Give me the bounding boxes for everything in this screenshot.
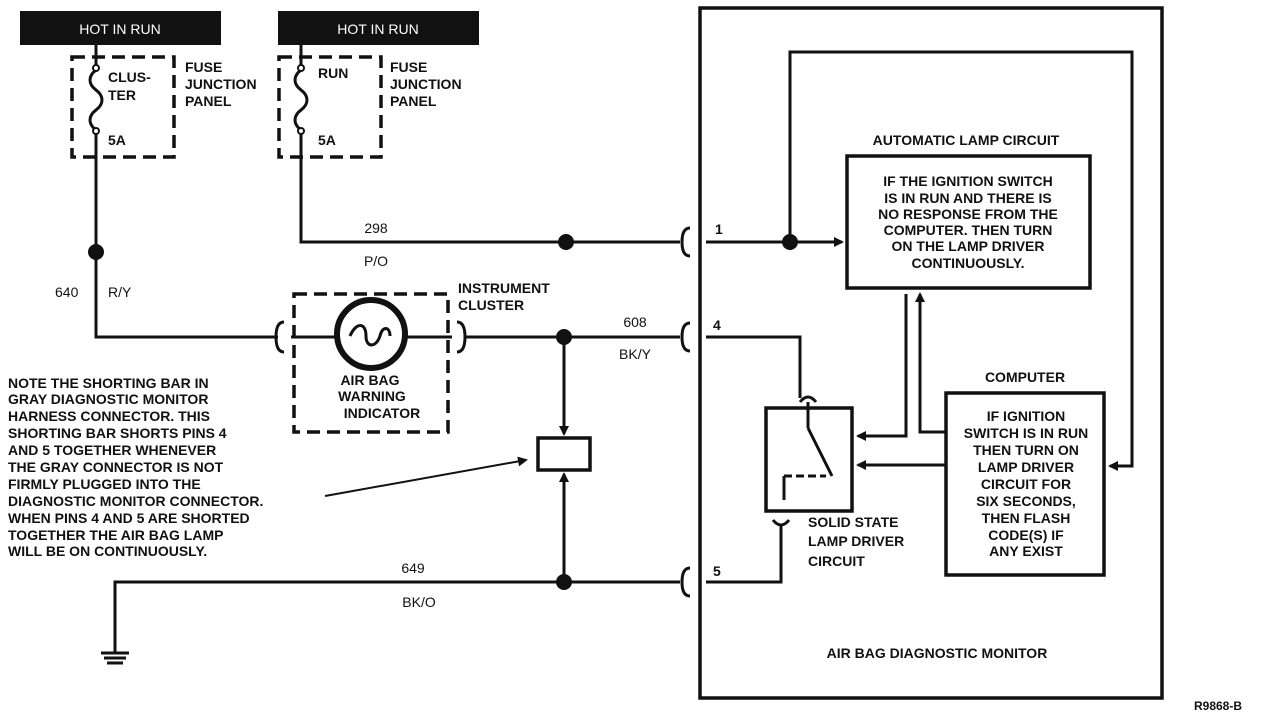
computer-box [944,391,1106,577]
figure-reference: R9868-B [1194,699,1242,713]
svg-text:NO RESPONSE FROM THE: NO RESPONSE FROM THE [878,206,1058,222]
hot-in-run-label-1: HOT IN RUN [79,21,160,37]
svg-text:SIX SECONDS,: SIX SECONDS, [976,493,1076,509]
svg-text:WILL BE ON CONTINUOUSLY.: WILL BE ON CONTINUOUSLY. [8,543,207,559]
wire-640-color: R/Y [108,284,132,300]
wire-640 [94,252,278,339]
svg-text:IF THE IGNITION SWITCH: IF THE IGNITION SWITCH [883,173,1053,189]
svg-text:ANY EXIST: ANY EXIST [989,543,1063,559]
wire-298-color: P/O [364,253,388,269]
fuse-panel-label-2b: JUNCTION [390,76,462,92]
svg-text:COMPUTER. THEN TURN: COMPUTER. THEN TURN [884,222,1053,238]
lamp-driver-label-3: CIRCUIT [808,553,865,569]
svg-text:IF IGNITION: IF IGNITION [987,408,1066,424]
warning-lamp-icon [334,297,408,371]
svg-text:HARNESS CONNECTOR. THIS: HARNESS CONNECTOR. THIS [8,408,210,424]
indicator-label-1: AIR BAG [340,372,399,388]
svg-text:FIRMLY PLUGGED INTO THE: FIRMLY PLUGGED INTO THE [8,476,201,492]
pin-1-label: 1 [715,221,723,237]
fuse1-rating: 5A [108,132,126,148]
pin-4-label: 4 [713,317,721,333]
computer-title: COMPUTER [985,369,1065,385]
shorting-bar-note: NOTE THE SHORTING BAR IN GRAY DIAGNOSTIC… [8,375,263,559]
air-bag-diagnostic-monitor-box [698,6,1164,700]
cluster-connector-right [456,320,467,354]
svg-text:NOTE THE SHORTING BAR IN: NOTE THE SHORTING BAR IN [8,375,209,391]
svg-text:CONTINUOUSLY.: CONTINUOUSLY. [911,255,1024,271]
automatic-lamp-circuit-text: IF THE IGNITION SWITCH IS IN RUN AND THE… [878,173,1058,271]
indicator-label-2: WARNING [338,388,406,404]
computer-to-auto-lamp-wire [915,292,946,434]
lamp-driver-label-1: SOLID STATE [808,514,898,530]
fuse-panel-label-2a: FUSE [390,59,427,75]
svg-text:ON THE LAMP DRIVER: ON THE LAMP DRIVER [892,238,1045,254]
fuse-junction-panel-box-1 [70,55,176,159]
svg-text:SWITCH IS IN RUN: SWITCH IS IN RUN [964,425,1088,441]
svg-text:SHORTING BAR SHORTS PINS 4: SHORTING BAR SHORTS PINS 4 [8,425,227,441]
pin-5-label: 5 [713,563,721,579]
automatic-lamp-circuit-title: AUTOMATIC LAMP CIRCUIT [873,132,1060,148]
fuse-panel-label-1a: FUSE [185,59,222,75]
fuse1-name-2: TER [108,87,136,103]
svg-text:TOGETHER THE AIR BAG LAMP: TOGETHER THE AIR BAG LAMP [8,527,223,543]
pin-4-internal-wire [706,335,802,398]
fuse2-rating: 5A [318,132,336,148]
wire-649-circuit: 649 [401,560,425,576]
fuse-icon-2 [293,68,309,132]
lamp-filament-icon [348,324,392,347]
svg-text:CIRCUIT FOR: CIRCUIT FOR [981,476,1071,492]
wire-640-circuit: 640 [55,284,79,300]
svg-text:DIAGNOSTIC MONITOR CONNECTOR.: DIAGNOSTIC MONITOR CONNECTOR. [8,493,263,509]
auto-lamp-to-driver-wire [856,294,908,441]
instrument-cluster-label-1: INSTRUMENT [458,280,550,296]
svg-text:IS IN RUN AND THERE IS: IS IN RUN AND THERE IS [884,190,1052,206]
fuse-panel-label-2c: PANEL [390,93,437,109]
hot-in-run-box-1 [20,11,221,45]
shorting-bar [536,436,592,472]
splice-298 [558,234,574,250]
svg-text:GRAY DIAGNOSTIC MONITOR: GRAY DIAGNOSTIC MONITOR [8,391,208,407]
wire-298 [299,134,680,244]
fuse-junction-panel-box-2 [277,55,383,159]
monitor-title: AIR BAG DIAGNOSTIC MONITOR [827,645,1048,661]
fuse-icon-1 [88,68,104,132]
svg-text:AND 5 TOGETHER WHENEVER: AND 5 TOGETHER WHENEVER [8,442,216,458]
fuse-panel-label-1c: PANEL [185,93,232,109]
automatic-lamp-circuit-box [845,154,1092,290]
svg-text:THE GRAY CONNECTOR IS NOT: THE GRAY CONNECTOR IS NOT [8,459,224,475]
connector-pin-5: 5 [680,563,721,598]
pin-5-internal-wire [706,525,783,584]
pin-1-to-computer-wire [788,50,1134,471]
svg-text:CODE(S) IF: CODE(S) IF [988,527,1064,543]
transistor-switch-icon [771,395,834,527]
computer-text: IF IGNITION SWITCH IS IN RUN THEN TURN O… [964,408,1088,559]
connector-pin-4: 4 [680,317,721,353]
wire-608-circuit: 608 [623,314,647,330]
connector-pin-1: 1 [680,221,790,258]
svg-text:WHEN PINS 4 AND 5 ARE SHORTED: WHEN PINS 4 AND 5 ARE SHORTED [8,510,250,526]
svg-text:THEN TURN ON: THEN TURN ON [973,442,1079,458]
cluster-connector-left [274,320,285,354]
wire-649 [113,580,680,652]
wire-649-color: BK/O [402,594,436,610]
fuse-panel-label-1b: JUNCTION [185,76,257,92]
instrument-cluster-box [292,292,450,434]
instrument-cluster-label-2: CLUSTER [458,297,524,313]
splice-649 [556,574,572,590]
hot-in-run-box-2 [278,11,479,45]
ground-icon [101,651,129,665]
wire-298-circuit: 298 [364,220,388,236]
lamp-driver-label-2: LAMP DRIVER [808,533,904,549]
fuse2-name: RUN [318,65,348,81]
hot-in-run-label-2: HOT IN RUN [337,21,418,37]
wire-608-color: BK/Y [619,346,652,362]
svg-text:THEN FLASH: THEN FLASH [982,510,1071,526]
note-pointer-arrow [324,456,528,497]
svg-text:LAMP DRIVER: LAMP DRIVER [978,459,1074,475]
fuse1-name-1: CLUS- [108,69,151,85]
indicator-label-3: INDICATOR [344,405,420,421]
